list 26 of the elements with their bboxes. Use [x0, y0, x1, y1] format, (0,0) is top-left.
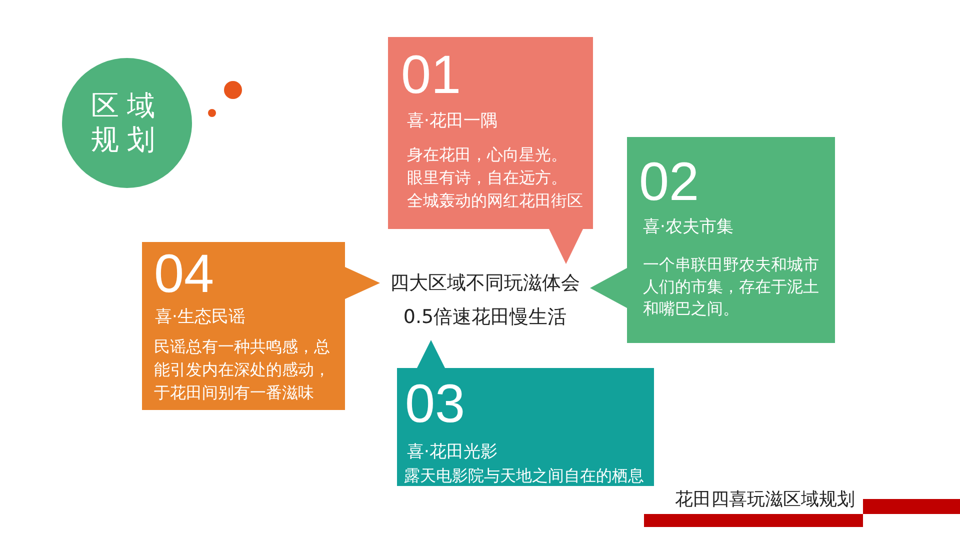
- heading-text: 喜·花田一隅: [407, 110, 498, 133]
- callout-box: [388, 37, 593, 229]
- body-text: 身在花田，心向星光。: [407, 144, 567, 166]
- heading-text: 喜·花田光影: [407, 441, 498, 464]
- callout-box: [627, 137, 835, 343]
- number-text: 01: [401, 48, 462, 102]
- body-text: 一个串联田野农夫和城市人们的市集，存在于泥土和嘴巴之间。: [643, 254, 820, 320]
- number-text: 03: [405, 377, 466, 431]
- callout-box: [142, 242, 345, 410]
- pointer-arrow: [549, 229, 583, 264]
- heading-text: 喜·生态民谣: [155, 306, 246, 329]
- footer-text: 花田四喜玩滋区域规划: [675, 488, 855, 512]
- body-text: 民谣总有一种共鸣感，总能引发内在深处的感动，于花田间别有一番滋味: [154, 336, 331, 404]
- pointer-arrow: [590, 268, 627, 308]
- pointer-arrow: [345, 267, 380, 299]
- callout-box: [397, 368, 654, 486]
- pointer-arrow: [417, 340, 445, 368]
- heading-text: 喜·农夫市集: [643, 216, 734, 239]
- number-text: 04: [154, 247, 214, 301]
- badge-label: 区域规划: [90, 89, 164, 157]
- body-text: 全城轰动的网红花田街区: [407, 190, 583, 212]
- body-text: 眼里有诗，自在远方。: [407, 167, 567, 189]
- tagline-text: 四大区域不同玩滋体会: [390, 271, 580, 296]
- tagline-text: 0.5倍速花田慢生活: [403, 305, 567, 330]
- number-text: 02: [639, 155, 700, 209]
- body-text: 露天电影院与天地之间自在的栖息: [404, 465, 644, 487]
